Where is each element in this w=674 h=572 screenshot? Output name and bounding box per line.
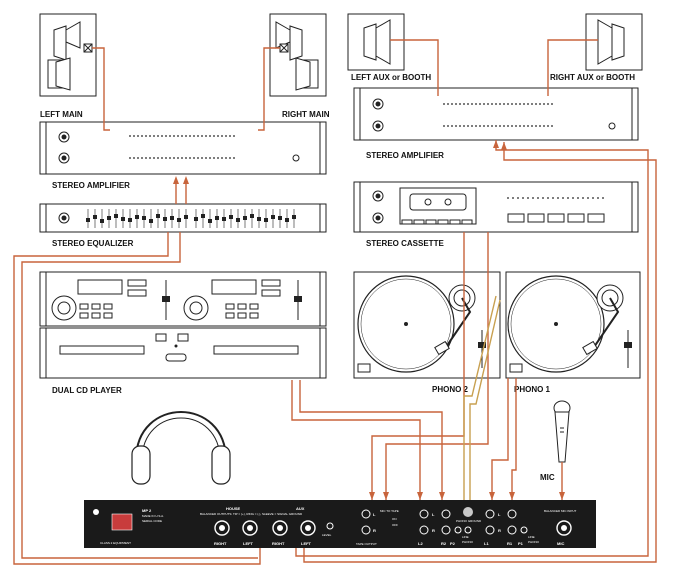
right-aux-speaker [585, 13, 643, 71]
mixer-model: MP 2 [142, 508, 152, 513]
mic-to-tape-label: MIC TO TAPE [380, 509, 399, 513]
aux-label: AUX [296, 506, 305, 511]
tape-r: R [373, 528, 376, 533]
house-label: HOUSE [226, 506, 241, 511]
headphones-icon [131, 411, 231, 485]
p1-l: L [498, 512, 501, 517]
stereo-amp-right-label: STEREO AMPLIFIER [366, 151, 444, 160]
l2-label: L2 [418, 541, 423, 546]
house-left-label: LEFT [243, 541, 254, 546]
cable-arrowheads [173, 140, 565, 500]
p2-r: R [432, 528, 435, 533]
turntable-phono-2 [353, 271, 501, 379]
tape-l: L [373, 512, 376, 517]
stereo-cassette-label: STEREO CASSETTE [366, 239, 444, 248]
phono-label: PHONO [462, 540, 474, 544]
stereo-equalizer-label: STEREO EQUALIZER [52, 239, 134, 248]
phono-1-label: PHONO 1 [514, 385, 551, 394]
stereo-amp-left-label: STEREO AMPLIFIER [52, 181, 130, 190]
aux-right-label: RIGHT [272, 541, 285, 546]
house-right-label: RIGHT [214, 541, 227, 546]
p1-label: P1 [518, 541, 524, 546]
balanced-outputs-label: BALANCED OUTPUTS: TIP = (+), RING = (-),… [200, 512, 303, 516]
balanced-mic-input-label: BALANCED MIC INPUT [544, 509, 577, 513]
mixer-class: CLASS 2 EQUIPMENT [100, 541, 131, 545]
mixer-serial: SERIAL CODE [142, 519, 162, 523]
mic-label: MIC [540, 473, 555, 482]
mixer-made-in: MADE IN U.S.A. [142, 514, 164, 518]
stereo-equalizer [39, 203, 327, 233]
phono-2-gold-cables [463, 295, 501, 500]
level-label: LEVEL [322, 533, 332, 537]
phono-ground-label: PHONO GROUND [456, 519, 482, 523]
phono-label-p1: PHONO [528, 540, 540, 544]
right-main-label: RIGHT MAIN [282, 110, 330, 119]
stereo-amplifier-left [39, 121, 327, 175]
left-aux-speaker [347, 13, 405, 71]
dual-cd-player-label: DUAL CD PLAYER [52, 386, 122, 395]
mic-input-label: MIC [557, 541, 564, 546]
mic-to-tape-on: ON [392, 517, 397, 521]
mic-to-tape-off: OFF [392, 523, 398, 527]
p1-r: R [498, 528, 501, 533]
dual-cd-player [39, 271, 327, 379]
microphone-icon [553, 400, 571, 463]
right-main-speaker [269, 13, 327, 97]
phono-2-label: PHONO 2 [432, 385, 469, 394]
p2-l: L [432, 512, 435, 517]
aux-left-label: LEFT [301, 541, 312, 546]
l1-label: L1 [484, 541, 489, 546]
stereo-cassette [353, 181, 639, 233]
mixer-rear-panel: MP 2 MADE IN U.S.A. SERIAL CODE CLASS 2 … [84, 500, 596, 548]
stereo-amplifier-right [353, 87, 639, 141]
line-label: LINE [462, 535, 469, 539]
left-main-speaker [39, 13, 97, 97]
p2-label: P2 [450, 541, 456, 546]
tape-output-label: TAPE OUTPUT [356, 542, 377, 546]
turntable-phono-1 [505, 271, 641, 379]
r1-label: R1 [507, 541, 513, 546]
cables [13, 39, 657, 565]
left-main-label: LEFT MAIN [40, 110, 83, 119]
right-aux-label: RIGHT AUX or BOOTH [550, 73, 635, 82]
line-label-p1: LINE [528, 535, 535, 539]
r2-label: R2 [441, 541, 447, 546]
left-aux-label: LEFT AUX or BOOTH [351, 73, 431, 82]
